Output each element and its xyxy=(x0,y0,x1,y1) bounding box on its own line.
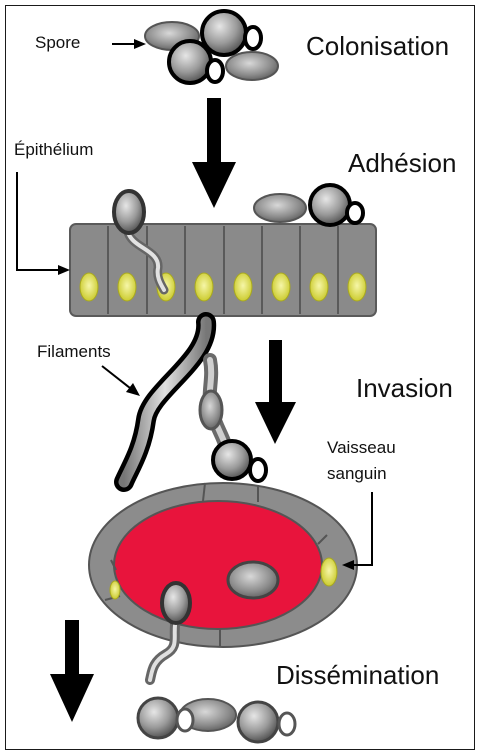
epithelium-pointer xyxy=(17,172,70,275)
stage-arrow-3 xyxy=(50,620,94,722)
stage-arrow-1 xyxy=(192,98,236,208)
spore-cluster-colonisation xyxy=(145,11,278,83)
stage-colonisation: Colonisation xyxy=(306,31,449,62)
spore-label: Spore xyxy=(35,33,80,53)
vessel-label-line2: sanguin xyxy=(327,464,387,484)
filament-hypha-secondary xyxy=(200,360,226,452)
spore-chain-dissemination xyxy=(138,698,295,742)
stage-adhesion: Adhésion xyxy=(348,148,456,179)
blood-vessel xyxy=(89,483,357,647)
filaments-label: Filaments xyxy=(37,342,111,362)
adhering-spores xyxy=(254,185,363,225)
stage-arrow-2 xyxy=(255,340,296,444)
stage-dissemination: Dissémination xyxy=(276,660,439,691)
spore-label-arrow xyxy=(112,39,146,49)
filament-hypha xyxy=(124,322,206,482)
filaments-pointer xyxy=(102,366,140,396)
vessel-label-line1: Vaisseau xyxy=(327,438,396,458)
spore-on-vessel xyxy=(213,441,266,481)
stage-invasion: Invasion xyxy=(356,373,453,404)
epithelium-label: Épithélium xyxy=(14,140,93,160)
epithelium-layer xyxy=(70,224,376,316)
